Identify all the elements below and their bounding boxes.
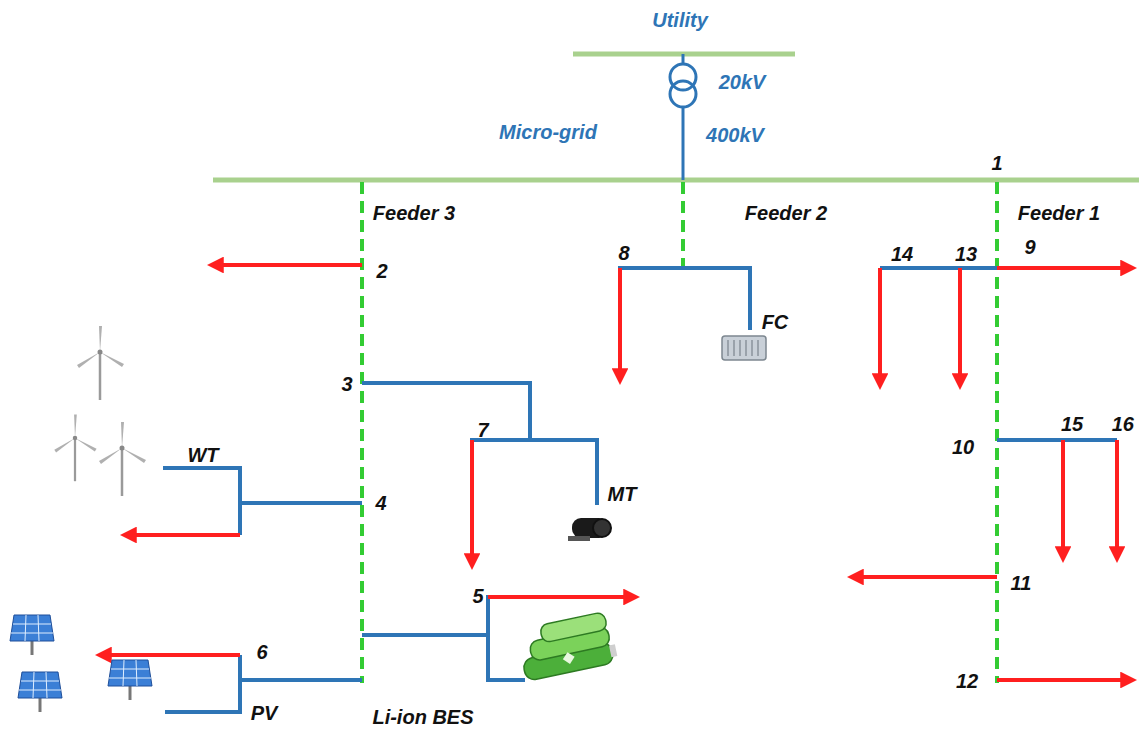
branch-wire-part <box>362 383 530 440</box>
bus-name: Utility <box>650 9 710 31</box>
load-arrow-part <box>958 268 962 385</box>
battery-icon <box>516 611 619 681</box>
load-arrow-part <box>125 533 240 537</box>
source-name: FC <box>760 311 791 333</box>
branch-wire <box>163 268 1117 712</box>
microgrid-bus <box>213 178 1139 183</box>
bus-number: 5 <box>470 585 485 607</box>
feeder-name: Feeder 1 <box>1016 202 1102 224</box>
bus-number: 3 <box>339 373 354 395</box>
branch-wire-part <box>240 678 362 682</box>
transformer-symbol-part <box>682 107 685 180</box>
source-name: Li-ion BES <box>370 706 475 728</box>
transformer-symbol-part <box>670 81 696 107</box>
micro-turbine-icon-part <box>593 519 611 537</box>
battery-icon-part <box>609 644 617 657</box>
bus-number: 10 <box>950 436 976 458</box>
load-arrow-part <box>997 678 1132 682</box>
load-arrow-part <box>470 440 474 565</box>
load-arrow-part <box>1061 440 1065 558</box>
branch-wire-part <box>240 501 362 505</box>
load-arrow-part <box>488 595 635 599</box>
micro-turbine-icon <box>568 518 611 541</box>
feeder-line <box>362 182 997 683</box>
load-arrow-part <box>100 653 240 657</box>
bus-number: 16 <box>1110 413 1136 435</box>
source-name: WT <box>185 444 220 466</box>
wind-turbine-icon-part <box>99 422 146 496</box>
load-arrow-part <box>212 263 362 267</box>
bus-number: 11 <box>1009 572 1034 594</box>
source-name: MT <box>606 483 639 505</box>
load-arrow-part <box>878 268 882 385</box>
pv-panel-icon-part <box>108 660 152 700</box>
fuel-cell-icon <box>722 336 766 360</box>
feeder-name: Feeder 3 <box>371 202 457 224</box>
bus-number: 12 <box>954 670 980 692</box>
bus-number: 8 <box>616 242 631 264</box>
voltage-label: 400kV <box>704 124 766 146</box>
branch-wire-part <box>472 440 597 505</box>
load-arrow <box>100 265 1132 680</box>
load-arrow-part <box>852 575 997 579</box>
micro-turbine-icon-part <box>568 536 590 541</box>
branch-wire-part <box>362 633 488 637</box>
load-arrow-part <box>1115 440 1119 558</box>
bus-number: 15 <box>1059 413 1085 435</box>
bus-number: 1 <box>989 152 1004 174</box>
bus-number: 13 <box>953 243 979 265</box>
wind-turbine-icon <box>54 326 146 496</box>
feeder-name: Feeder 2 <box>743 202 829 224</box>
battery-icon-part <box>539 612 607 643</box>
transformer-symbol <box>670 54 696 180</box>
branch-wire-part <box>880 266 997 270</box>
branch-wire-part <box>163 468 240 535</box>
feeder-line-part <box>681 182 685 268</box>
load-arrow-part <box>618 268 622 380</box>
branch-wire-part <box>488 595 525 680</box>
voltage-label: 20kV <box>717 71 768 93</box>
feeder-line-part <box>995 182 999 683</box>
pv-panel-icon <box>10 615 152 712</box>
bus-number: 14 <box>889 243 915 265</box>
feeder-line-part <box>360 182 364 683</box>
bus-number: 7 <box>475 419 490 441</box>
wind-turbine-icon-part <box>54 415 96 482</box>
bus-number: 9 <box>1022 236 1037 258</box>
battery-icon-part <box>562 651 576 665</box>
pv-panel-icon-part <box>10 615 54 655</box>
pv-panel-icon-part <box>18 672 62 712</box>
fuel-cell-icon-part <box>728 340 758 356</box>
bus-number: 4 <box>373 492 388 514</box>
branch-wire-part <box>997 438 1117 442</box>
branch-wire-part <box>165 655 240 712</box>
source-name: PV <box>249 702 280 724</box>
load-arrow-part <box>997 266 1132 270</box>
bus-number: 6 <box>254 641 269 663</box>
bus-number: 2 <box>374 260 389 282</box>
wind-turbine-icon-part <box>77 326 124 400</box>
fuel-cell-icon-part <box>722 336 766 360</box>
branch-wire-part <box>620 268 750 330</box>
bus-name: Micro-grid <box>497 121 599 143</box>
